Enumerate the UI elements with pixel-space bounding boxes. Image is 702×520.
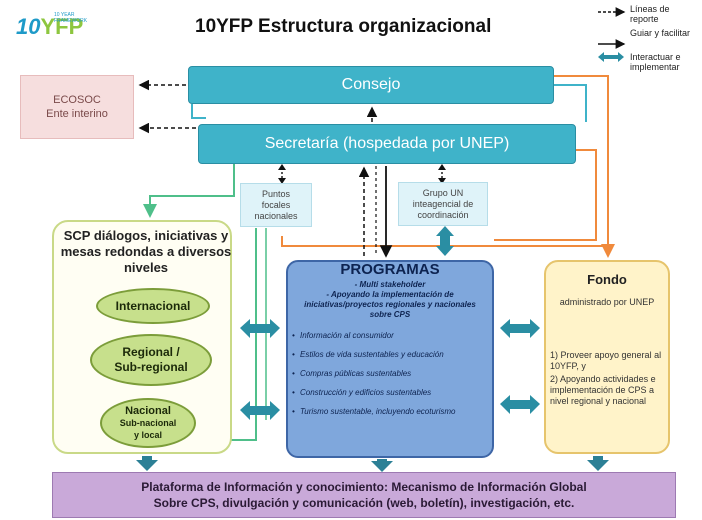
fondo-item-2: 2) Apoyando actividades e implementación… — [550, 374, 656, 406]
guide-line-secretaria-right — [554, 84, 587, 122]
legend-guiding-label: Guiar y facilitar — [630, 28, 691, 38]
guide-line-consejo-secretaria — [191, 104, 206, 119]
ecosoc-box: ECOSOC Ente interino — [20, 75, 134, 139]
oval-nacional-line3: y local — [133, 430, 162, 440]
programas-subtitle: - Multi stakeholder - Apoyando la implem… — [294, 280, 486, 320]
fondo-box — [544, 260, 670, 454]
legend-reporting-label: Líneas de reporte — [630, 4, 670, 24]
double-arrow-scp-programas-2 — [240, 401, 280, 420]
ecosoc-role: Ente interino — [46, 108, 108, 120]
oval-nacional: Nacional Sub-nacional y local — [100, 398, 196, 448]
oval-internacional: Internacional — [96, 288, 210, 324]
plataforma-box: Plataforma de Información y conocimiento… — [52, 472, 676, 518]
plataforma-line2: Sobre CPS, divulgación y comunicación (w… — [153, 496, 575, 510]
logo-number: 10 — [16, 14, 41, 39]
logo-tagline: 10 YEAR FRAMEWORK — [54, 12, 88, 24]
programas-sub1: - Multi stakeholder — [354, 280, 426, 289]
dotted-arrow-puntos — [278, 164, 286, 184]
oval-nacional-line2: Sub-nacional — [119, 418, 177, 428]
double-arrow-programas-fondo — [500, 319, 540, 338]
programa-item: Compras públicas sustentables — [292, 369, 492, 379]
page-title: 10YFP Estructura organizacional — [195, 16, 492, 37]
logo-accent: YFP — [40, 14, 84, 39]
double-arrow-scp-programas — [240, 319, 280, 338]
oval-nacional-line1: Nacional — [125, 405, 171, 417]
fondo-title: Fondo — [587, 272, 627, 287]
dotted-arrow-grupo — [438, 164, 446, 184]
legend-interact-label: Interactuar e implementar — [630, 52, 681, 72]
programa-item: Construcción y edificios sustentables — [292, 388, 492, 398]
grupo-line2: inteagencial de — [412, 198, 474, 209]
programas-list: Información al consumidor Estilos de vid… — [292, 331, 492, 426]
grupo-line3: coordinación — [417, 209, 469, 220]
double-arrow-grupo-programas — [436, 226, 454, 256]
puntos-line2: focales — [261, 199, 291, 210]
fondo-subtitle: administrado por UNEP — [559, 297, 655, 307]
programa-item: Estilos de vida sustentables y educación — [292, 350, 492, 360]
down-arrow-fondo — [587, 456, 609, 471]
ecosoc-name: ECOSOC — [53, 94, 101, 106]
fondo-items: 1) Proveer apoyo general al 10YFP, y 2) … — [550, 350, 668, 409]
grupo-line1: Grupo UN — [422, 187, 464, 198]
puntos-focales-box: Puntos focales nacionales — [240, 183, 312, 227]
down-arrow-programas — [371, 459, 393, 472]
legend-interact-arrow — [598, 52, 624, 62]
oval-regional: Regional / Sub-regional — [90, 334, 212, 386]
puntos-line1: Puntos — [261, 188, 291, 199]
orange-line-middle — [281, 236, 604, 247]
oval-regional-line2: Sub-regional — [114, 360, 188, 374]
grupo-un-box: Grupo UN inteagencial de coordinación — [398, 182, 488, 226]
plataforma-line1: Plataforma de Información y conocimiento… — [141, 480, 587, 494]
double-arrow-programas-fondo-2 — [500, 395, 540, 414]
green-line-secretaria-scp — [143, 164, 235, 218]
puntos-line3: nacionales — [254, 210, 298, 221]
programas-sub2: - Apoyando la implementación de iniciati… — [304, 290, 476, 319]
orange-line-consejo-fondo — [554, 75, 615, 258]
programa-item: Turismo sustentable, incluyendo ecoturis… — [292, 407, 492, 417]
programas-title: PROGRAMAS — [340, 261, 440, 278]
secretaria-box: Secretaría (hospedada por UNEP) — [198, 124, 576, 164]
scp-title: SCP diálogos, iniciativas y mesas redond… — [60, 228, 232, 275]
orange-line-secretaria-fondo — [494, 149, 597, 241]
logo: 10YFP 10 YEAR FRAMEWORK — [16, 12, 96, 48]
down-arrow-scp — [136, 456, 158, 471]
oval-regional-line1: Regional / — [122, 345, 180, 359]
consejo-box: Consejo — [188, 66, 554, 104]
fondo-item-1: 1) Proveer apoyo general al 10YFP, y — [550, 350, 662, 371]
programa-item: Información al consumidor — [292, 331, 492, 341]
